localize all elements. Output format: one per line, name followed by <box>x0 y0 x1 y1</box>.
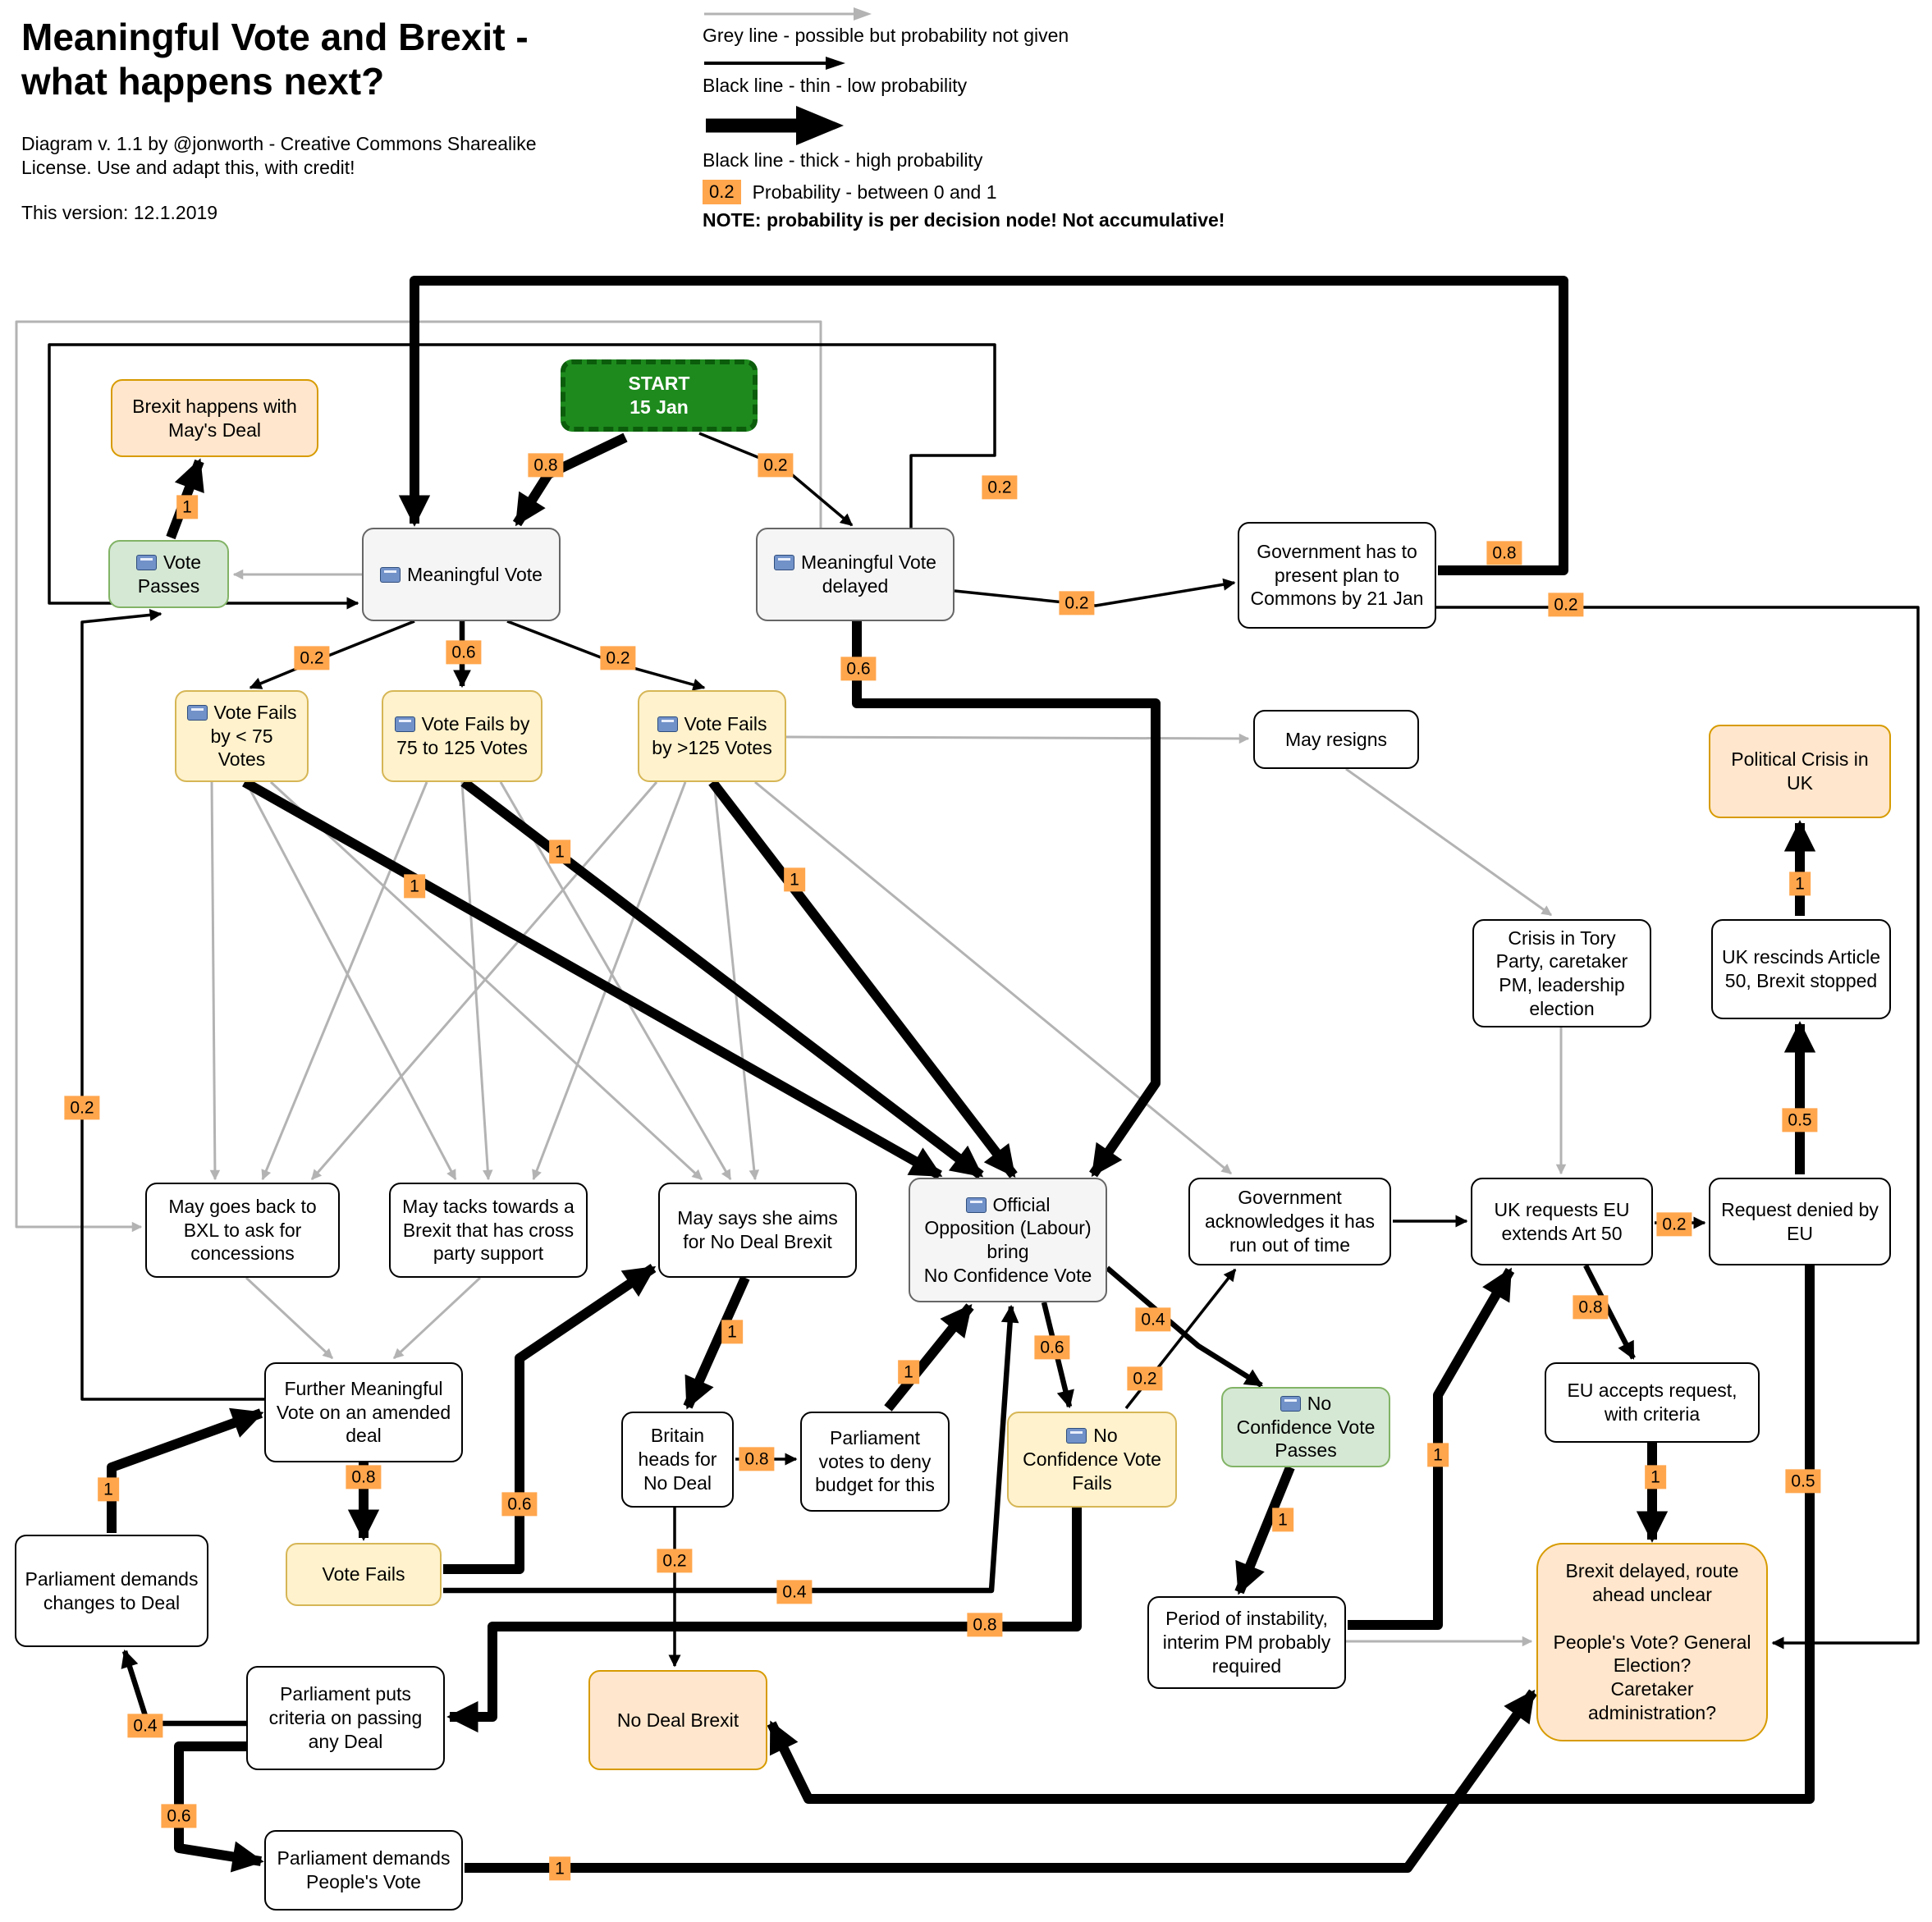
edge-thin-line <box>698 432 854 527</box>
edge-thick-line <box>443 1264 657 1574</box>
edge-grey-line <box>460 781 493 1181</box>
edge-grey-line <box>712 781 760 1181</box>
edge-grey-line <box>785 733 1250 744</box>
edge-grey-line <box>245 781 457 1181</box>
probability-chip-example: 0.2 <box>703 180 741 204</box>
header: Meaningful Vote and Brexit - what happen… <box>21 15 596 224</box>
page-title: Meaningful Vote and Brexit - what happen… <box>21 16 529 103</box>
edge-thick-line <box>460 778 984 1179</box>
edge-grey-line <box>209 781 221 1181</box>
edge-thin-line <box>80 608 264 1401</box>
edge-thin-line <box>506 620 706 691</box>
edge-grey-line <box>1345 767 1553 917</box>
edge-thick-line <box>446 1508 1082 1733</box>
legend-probability-row: 0.2 Probability - between 0 and 1 <box>703 180 1343 204</box>
edge-thick-line <box>465 1689 1537 1873</box>
edge-thick-line <box>708 779 1018 1178</box>
edge-mid-line <box>1041 1302 1074 1409</box>
thick-arrow-icon <box>706 106 844 145</box>
legend-note: NOTE: probability is per decision node! … <box>703 209 1225 231</box>
edge-grey-line <box>532 781 687 1181</box>
edge-grey-line <box>754 780 1232 1175</box>
version-text: This version: 12.1.2019 <box>21 202 218 224</box>
edge-thin-line <box>48 343 996 610</box>
edge-mid-line <box>1105 1265 1263 1388</box>
edge-thick-line <box>1348 1267 1515 1630</box>
edge-thick-line <box>767 1265 1815 1804</box>
edge-grey-line <box>261 781 428 1181</box>
edge-thick-line <box>107 1407 264 1533</box>
edge-grey-line <box>499 781 732 1181</box>
legend-thick-row: Black line - thick - high probability <box>703 103 1343 172</box>
edge-mid-line <box>121 1649 246 1727</box>
edge-thick-line <box>242 777 943 1180</box>
edge-grey-line <box>310 781 658 1180</box>
edge-thin-line <box>249 620 415 689</box>
edge-thick-line <box>398 276 1568 575</box>
edge-grey-line <box>15 320 822 1233</box>
edge-grey-line <box>392 1276 482 1360</box>
legend-thin-label: Black line - thin - low probability <box>703 75 968 96</box>
legend-thin-row: Black line - thin - low probability <box>703 53 1343 97</box>
edge-thick-line <box>512 432 628 527</box>
edge-grey-line <box>245 1276 334 1360</box>
edge-thick-line <box>174 1741 264 1873</box>
edge-thick-line <box>1234 1465 1295 1595</box>
edge-thick-line <box>683 1275 750 1410</box>
edge-thick-line <box>166 458 204 540</box>
edge-thin-line <box>1436 606 1920 1650</box>
edge-thin-line <box>954 578 1236 607</box>
edge-mid-line <box>443 1304 1019 1594</box>
edge-mid-line <box>1583 1264 1636 1360</box>
edge-thick-line <box>852 621 1161 1178</box>
grey-arrow-icon <box>704 7 872 21</box>
edge-thick-line <box>884 1303 974 1412</box>
edge-grey-line <box>269 780 703 1181</box>
legend-thick-label: Black line - thick - high probability <box>703 149 983 171</box>
thin-arrow-icon <box>704 57 845 70</box>
legend-grey-row: Grey line - possible but probability not… <box>703 5 1343 47</box>
legend-grey-label: Grey line - possible but probability not… <box>703 25 1069 46</box>
edge-thin-line <box>1124 1268 1237 1410</box>
credit-text: Diagram v. 1.1 by @jonworth - Creative C… <box>21 132 537 179</box>
legend: Grey line - possible but probability not… <box>703 5 1343 231</box>
legend-probability-label: Probability - between 0 and 1 <box>752 181 997 203</box>
